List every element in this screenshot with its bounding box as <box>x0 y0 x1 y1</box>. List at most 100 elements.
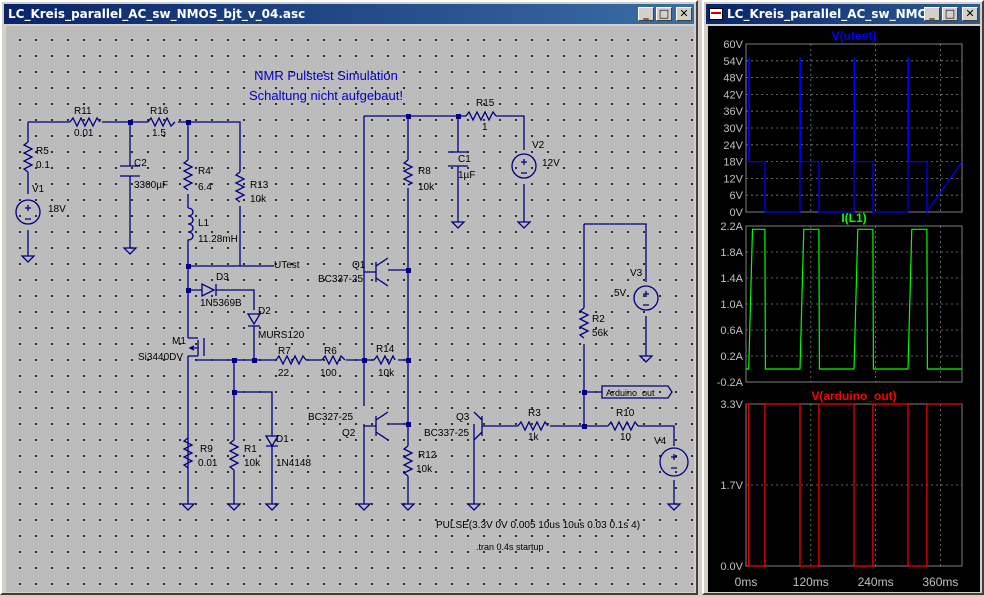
value-q1: BC337-25 <box>318 274 363 285</box>
value-r7: 22 <box>278 368 290 379</box>
value-r12: 10k <box>416 464 433 475</box>
label-v1: V1 <box>32 184 45 195</box>
value-r15: 1 <box>482 122 488 133</box>
x-tick-label: 120ms <box>793 575 829 589</box>
ground-symbols <box>20 221 682 511</box>
waveform-window[interactable]: LC_Kreis_parallel_AC_sw_NMOS_bjt_ _ □ ✕ … <box>702 0 984 595</box>
transistors <box>364 257 488 441</box>
value-c1: 1µF <box>458 170 475 181</box>
label-v4: V4 <box>654 436 667 447</box>
value-r4: 6.4 <box>198 182 212 193</box>
value-r16: 1.5 <box>152 128 166 139</box>
junctions <box>128 114 587 429</box>
y-tick-label: 48V <box>723 73 743 85</box>
waveform-minimize-button[interactable]: _ <box>924 7 940 21</box>
y-tick-label: 1.8A <box>720 247 743 259</box>
label-arduino-out: Arduino_out <box>606 388 655 398</box>
label-r15: R15 <box>476 98 495 109</box>
value-r6: 100 <box>320 368 337 379</box>
tran-directive: .tran 0.4s startup <box>476 542 544 552</box>
label-r13: R13 <box>250 180 269 191</box>
inductor-l1 <box>187 207 194 246</box>
pulse-directive: PULSE(3.3V 0V 0.005 10us 10us 0.03 0.1s … <box>436 520 640 531</box>
waveform-maximize-button[interactable]: □ <box>942 7 958 21</box>
schematic-titlebar[interactable]: LC_Kreis_parallel_AC_sw_NMOS_bjt_v_04.as… <box>4 4 694 24</box>
y-tick-label: 24V <box>723 140 743 152</box>
label-d1: D1 <box>276 434 289 445</box>
label-c1: C1 <box>458 154 471 165</box>
schematic-window[interactable]: LC_Kreis_parallel_AC_sw_NMOS_bjt_v_04.as… <box>0 0 698 595</box>
waveform-titlebar[interactable]: LC_Kreis_parallel_AC_sw_NMOS_bjt_ _ □ ✕ <box>706 4 980 24</box>
label-utest: UTest <box>274 260 300 271</box>
waveform-close-button[interactable]: ✕ <box>962 7 978 21</box>
waveform-app-icon <box>709 8 723 20</box>
voltage-sources <box>15 153 689 477</box>
y-tick-label: 0.6A <box>720 325 743 337</box>
mosfet-m1 <box>188 337 205 357</box>
label-r14: R14 <box>376 344 395 355</box>
x-tick-label: 0ms <box>735 575 758 589</box>
label-v2: V2 <box>532 140 545 151</box>
y-tick-label: 0V <box>730 207 744 219</box>
y-tick-label: 18V <box>723 157 743 169</box>
close-button[interactable]: ✕ <box>676 7 692 21</box>
x-tick-label: 240ms <box>858 575 894 589</box>
y-tick-label: 1.7V <box>720 480 743 492</box>
minimize-button[interactable]: _ <box>638 7 654 21</box>
waveform-title: LC_Kreis_parallel_AC_sw_NMOS_bjt_ <box>727 7 924 21</box>
y-tick-label: 3.3V <box>720 399 743 411</box>
y-tick-label: 54V <box>723 56 743 68</box>
y-tick-label: 2.2A <box>720 221 743 233</box>
y-tick-label: -0.2A <box>717 377 744 389</box>
value-r3: 1k <box>528 432 540 443</box>
label-r16: R16 <box>150 106 169 117</box>
value-r10: 10 <box>620 432 632 443</box>
y-tick-label: 60V <box>723 39 743 51</box>
value-v3: 5V <box>614 288 627 299</box>
y-tick-label: 36V <box>723 106 743 118</box>
pane-title: V(arduino_out) <box>811 389 896 403</box>
value-r13: 10k <box>250 194 267 205</box>
pane-title: I(L1) <box>841 211 866 225</box>
capacitors <box>120 151 468 177</box>
y-tick-label: 6V <box>730 190 744 202</box>
schematic-canvas[interactable]: NMR Pulstest Simulation Schaltung nicht … <box>6 26 694 592</box>
label-q1: Q1 <box>352 260 366 271</box>
maximize-button[interactable]: □ <box>656 7 672 21</box>
series-line <box>746 403 962 567</box>
label-r10: R10 <box>616 408 635 419</box>
schematic-title: LC_Kreis_parallel_AC_sw_NMOS_bjt_v_04.as… <box>8 7 306 21</box>
label-r6: R6 <box>324 346 337 357</box>
label-r9: R9 <box>200 444 213 455</box>
diodes <box>201 282 280 448</box>
value-q3: BC337-25 <box>424 428 469 439</box>
y-tick-label: 0.0V <box>720 561 743 573</box>
series-line <box>746 228 962 370</box>
value-d2: MURS120 <box>258 330 305 341</box>
value-r2: 56k <box>592 328 609 339</box>
value-r1: 10k <box>244 458 261 469</box>
value-d3: 1N5369B <box>200 298 242 309</box>
comment-line2: Schaltung nicht aufgebaut! <box>249 88 403 103</box>
label-l1: L1 <box>198 218 210 229</box>
label-r1: R1 <box>244 444 257 455</box>
x-tick-label: 360ms <box>922 575 958 589</box>
value-r9: 0.01 <box>198 458 218 469</box>
label-r12: R12 <box>418 450 437 461</box>
value-v2: 12V <box>542 158 560 169</box>
value-q2: BC327-25 <box>308 412 353 423</box>
pane-title: V(utest) <box>832 29 877 43</box>
wires <box>27 115 675 504</box>
resistors <box>22 110 639 477</box>
value-r11: 0.01 <box>74 128 94 139</box>
value-r5: 0.1 <box>36 160 50 171</box>
label-d2: D2 <box>258 306 271 317</box>
value-m1: Si3440DV <box>138 352 183 363</box>
value-c2: 3300µF <box>134 180 168 191</box>
comment-line1: NMR Pulstest Simulation <box>254 68 398 83</box>
label-r7: R7 <box>278 346 291 357</box>
label-c2: C2 <box>134 158 147 169</box>
series-line <box>746 57 963 214</box>
y-tick-label: 0.2A <box>720 351 743 363</box>
